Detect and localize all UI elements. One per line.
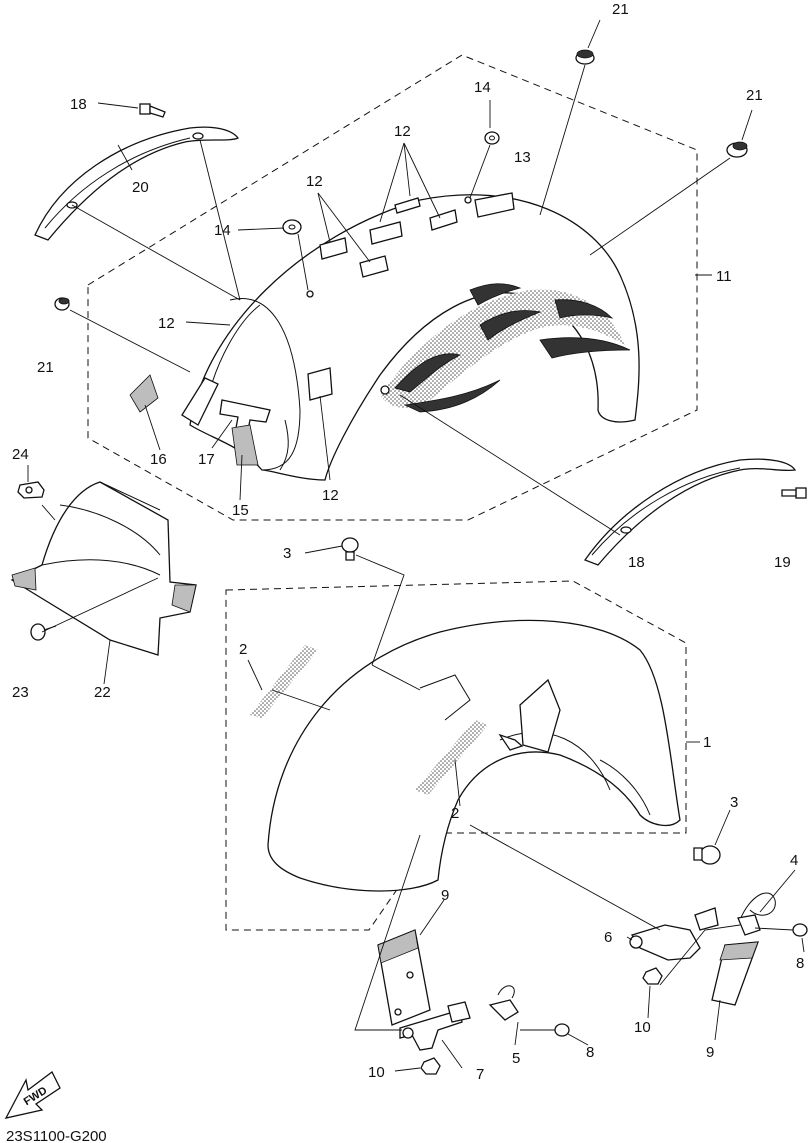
wire-clip-4 bbox=[737, 892, 776, 936]
rear-fender bbox=[189, 192, 640, 481]
reflector-9-right bbox=[711, 941, 759, 1006]
washer-14-left bbox=[282, 219, 302, 235]
callout-22: 22 bbox=[94, 684, 111, 701]
grommet-21-right bbox=[726, 141, 748, 158]
callout-3: 3 bbox=[283, 545, 291, 562]
callout-2: 2 bbox=[239, 641, 247, 658]
bracket-7 bbox=[399, 1001, 471, 1051]
callout-12: 12 bbox=[306, 173, 323, 190]
callout-14: 14 bbox=[214, 222, 231, 239]
callout-9: 9 bbox=[441, 887, 449, 904]
rivet-23 bbox=[30, 623, 57, 641]
decal-2-left bbox=[250, 645, 318, 718]
callout-21: 21 bbox=[37, 359, 54, 376]
callout-17: 17 bbox=[198, 451, 215, 468]
callout-15: 15 bbox=[232, 502, 249, 519]
rear-flap-22 bbox=[10, 481, 197, 656]
callout-9: 9 bbox=[706, 1044, 714, 1061]
callout-12: 12 bbox=[322, 487, 339, 504]
nut-10-left bbox=[420, 1057, 441, 1075]
callout-21: 21 bbox=[612, 1, 629, 18]
callout-2: 2 bbox=[451, 805, 459, 822]
callout-12: 12 bbox=[394, 123, 411, 140]
callout-12: 12 bbox=[158, 315, 175, 332]
forward-direction-arrow: FWD bbox=[4, 1071, 61, 1119]
callout-10: 10 bbox=[634, 1019, 651, 1036]
callout-4: 4 bbox=[790, 852, 798, 869]
decal-2-right bbox=[415, 720, 488, 795]
callout-10: 10 bbox=[368, 1064, 385, 1081]
bracket-6 bbox=[629, 907, 719, 961]
fender-rail-19 bbox=[583, 458, 797, 566]
bolt-18-left bbox=[139, 103, 166, 118]
fender-rail-20 bbox=[34, 126, 239, 241]
rear-fender-assembly-outline bbox=[87, 54, 698, 521]
callout-7: 7 bbox=[476, 1066, 484, 1083]
callout-6: 6 bbox=[604, 929, 612, 946]
callout-16: 16 bbox=[150, 451, 167, 468]
bolt-18-right bbox=[781, 487, 807, 499]
callout-labels: 21 21 21 14 14 12 12 12 12 13 11 18 19 2… bbox=[12, 1, 804, 1083]
grommet-21-top bbox=[575, 49, 595, 65]
callout-20: 20 bbox=[132, 179, 149, 196]
callout-11: 11 bbox=[716, 268, 732, 285]
callout-1: 1 bbox=[703, 734, 711, 751]
callout-24: 24 bbox=[12, 446, 29, 463]
part-16-reflector bbox=[129, 374, 159, 413]
nut-10-right bbox=[642, 967, 663, 985]
callout-5: 5 bbox=[512, 1050, 520, 1067]
callout-14: 14 bbox=[474, 79, 491, 96]
callout-8: 8 bbox=[796, 955, 804, 972]
wire-holder-5 bbox=[488, 985, 519, 1021]
grommet-21-left bbox=[54, 297, 70, 311]
part-15-plate bbox=[231, 424, 259, 466]
callout-23: 23 bbox=[12, 684, 29, 701]
callout-18: 18 bbox=[70, 96, 87, 113]
leader-lines bbox=[27, 19, 805, 1072]
bolt-8-left bbox=[554, 1023, 570, 1037]
part-12-lower-decal bbox=[181, 377, 219, 426]
reflector-9-left bbox=[377, 929, 431, 1026]
front-fender bbox=[267, 619, 681, 892]
bolt-3-right bbox=[693, 845, 721, 865]
clip-24 bbox=[17, 481, 45, 499]
callout-8: 8 bbox=[586, 1044, 594, 1061]
callout-21: 21 bbox=[746, 87, 763, 104]
washer-14-top bbox=[484, 131, 500, 145]
callout-13: 13 bbox=[514, 149, 531, 166]
drawing-code: 23S1100-G200 bbox=[6, 1128, 107, 1143]
callout-19: 18 bbox=[628, 554, 645, 571]
callout-3: 3 bbox=[730, 794, 738, 811]
callout-18: 19 bbox=[774, 554, 791, 571]
bolt-8-right bbox=[792, 923, 808, 937]
bolt-3-top bbox=[341, 537, 359, 561]
front-fender-assembly-outline bbox=[225, 580, 687, 931]
